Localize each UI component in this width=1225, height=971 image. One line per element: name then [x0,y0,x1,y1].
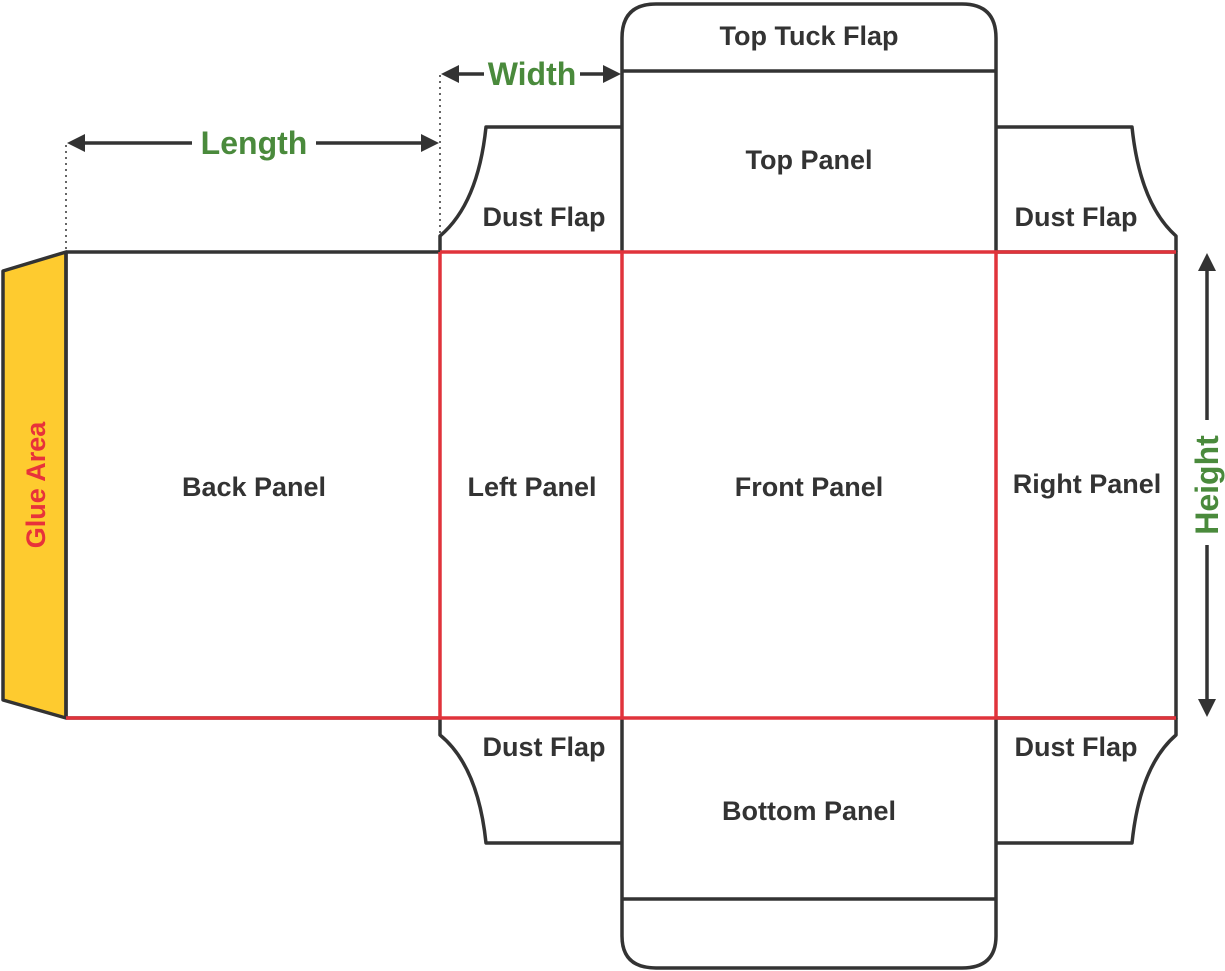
length-label: Length [201,125,308,161]
dust-flap-top-left-shape [438,125,622,252]
top-tuck-flap-label: Top Tuck Flap [720,21,899,51]
fold-lines [66,250,1176,720]
length-dimension: Length [65,75,441,250]
back-panel-label: Back Panel [182,472,326,502]
right-panel-label: Right Panel [1013,469,1162,499]
width-dimension: Width [441,56,621,92]
dust-flap-bottom-left-shape [438,718,622,845]
dust-flap-bottom-right-shape [996,718,1178,845]
glue-area-label: Glue Area [21,421,51,549]
dust-flap-bottom-right-label: Dust Flap [1014,732,1137,762]
dust-flap-top-right-label: Dust Flap [1014,202,1137,232]
dust-flap-top-left-label: Dust Flap [482,202,605,232]
center-column-outline [620,2,998,970]
dust-flap-top-right-shape [996,125,1178,252]
height-label: Height [1189,435,1225,535]
front-panel-label: Front Panel [735,472,884,502]
height-dimension: Height [1189,253,1225,717]
left-panel-label: Left Panel [467,472,596,502]
width-label: Width [488,56,577,92]
dust-flap-bottom-left-label: Dust Flap [482,732,605,762]
top-panel-label: Top Panel [745,145,872,175]
bottom-panel-label: Bottom Panel [722,796,896,826]
